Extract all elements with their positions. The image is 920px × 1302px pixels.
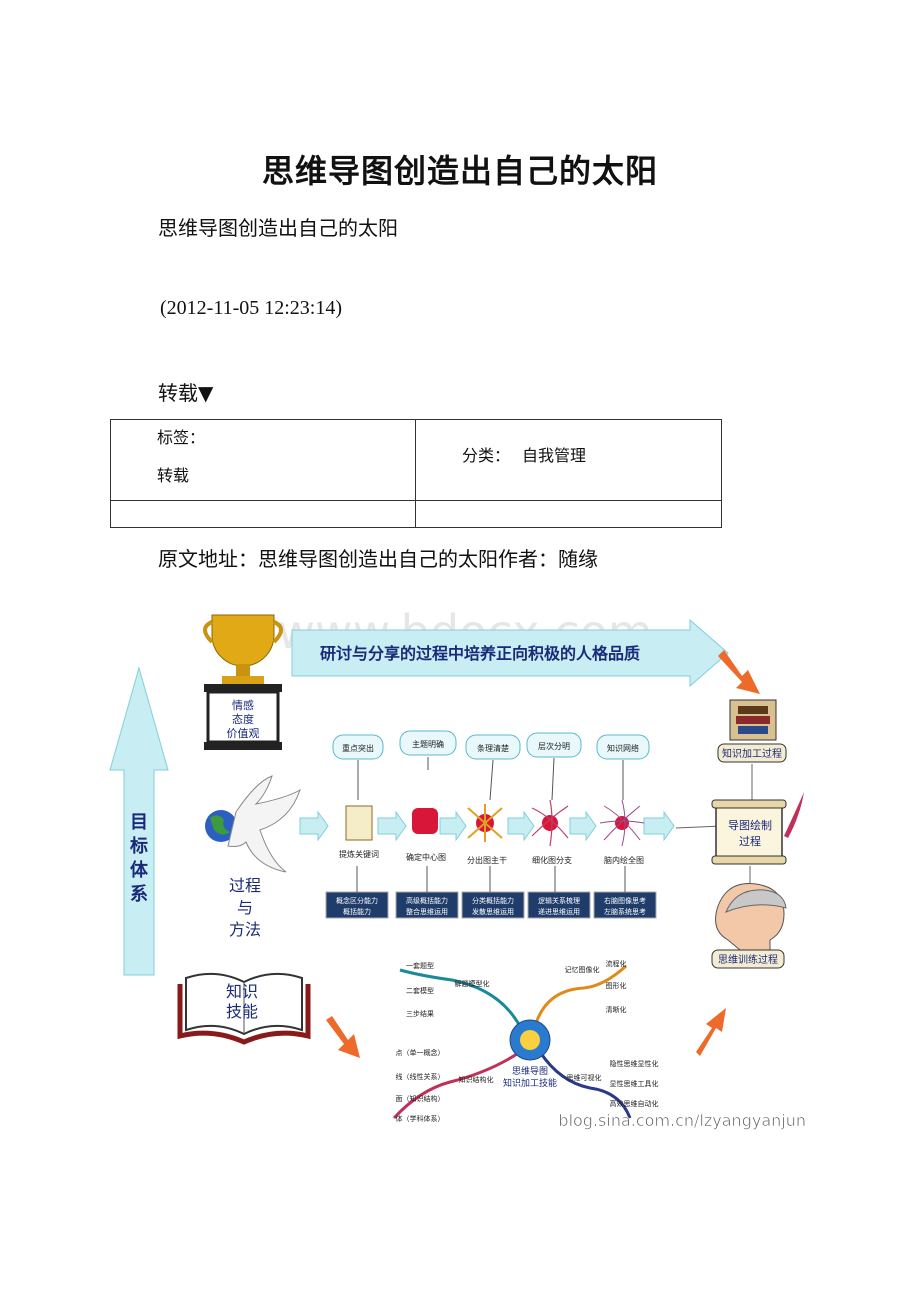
source-line: 原文地址：思维导图创造出自己的太阳作者：随缘 bbox=[158, 547, 598, 571]
left-axis-char-1: 目 bbox=[130, 812, 148, 833]
tags-label: 标签： bbox=[157, 428, 206, 447]
left-axis-char-3: 体 bbox=[130, 859, 149, 881]
method-line-1: 过程 bbox=[229, 876, 261, 895]
mm-lb-item-2: 线（线性关系） bbox=[396, 1072, 445, 1081]
post-date: (2012-11-05 12:23:14) bbox=[160, 297, 343, 319]
mm-rt-item-2: 图形化 bbox=[606, 981, 627, 990]
bubble-2: 主题明确 bbox=[399, 730, 457, 756]
mm-lb-item-1: 点（单一概念） bbox=[396, 1048, 445, 1057]
step-label-4: 细化图分支 bbox=[532, 855, 572, 865]
bubble-1: 重点突出 bbox=[332, 734, 384, 760]
skill-3b: 发散思维运用 bbox=[472, 907, 514, 916]
trophy-line-3: 价值观 bbox=[227, 727, 260, 740]
svg-text:层次分明: 层次分明 bbox=[538, 741, 570, 751]
mm-rb-item-3: 高效思维自动化 bbox=[610, 1099, 659, 1108]
bubble-3: 条理清楚 bbox=[465, 734, 521, 760]
category-label: 分类： bbox=[462, 446, 511, 465]
mm-rb-item-2: 显性思维工具化 bbox=[610, 1079, 659, 1088]
right-top-scroll bbox=[717, 743, 787, 763]
mm-rt-branch: 记忆图像化 bbox=[565, 965, 600, 974]
right-bottom-label: 思维训练过程 bbox=[718, 953, 778, 966]
skill-5b: 左脑系统思考 bbox=[604, 907, 646, 916]
meta-table: 标签： 转载 分类： 自我管理 bbox=[110, 419, 722, 528]
step-label-2: 确定中心图 bbox=[406, 852, 446, 862]
mm-lb-item-3: 面（知识结构） bbox=[396, 1094, 445, 1103]
mm-lt-item-3: 三步结果 bbox=[406, 1009, 434, 1018]
mm-rt-item-3: 清晰化 bbox=[606, 1005, 627, 1014]
mm-lb-branch: 知识结构化 bbox=[459, 1075, 494, 1084]
empty-cell-left bbox=[110, 500, 416, 528]
tags-value[interactable]: 转载 bbox=[157, 466, 190, 485]
mm-lt-item-1: 一套题型 bbox=[406, 961, 434, 970]
svg-text:重点突出: 重点突出 bbox=[342, 743, 374, 753]
knowledge-line-2: 技能 bbox=[226, 1002, 258, 1021]
bubble-connectors bbox=[357, 757, 624, 801]
left-axis-char-4: 系 bbox=[130, 884, 148, 905]
skill-3a: 分类概括能力 bbox=[472, 896, 514, 905]
blog-watermark: blog.sina.com.cn/lzyangyanjun bbox=[558, 1111, 806, 1130]
book-icon bbox=[177, 972, 311, 1045]
svg-text:知识网络: 知识网络 bbox=[607, 743, 639, 753]
category-value[interactable]: 自我管理 bbox=[522, 446, 587, 465]
skill-4b: 递进思维运用 bbox=[538, 907, 580, 916]
brain-head-icon bbox=[715, 882, 787, 951]
trophy-line-2: 态度 bbox=[232, 712, 254, 726]
mind-map-center-line-1: 思维导图 bbox=[512, 1065, 548, 1077]
trophy-line-1: 情感 bbox=[232, 699, 254, 712]
skill-1b: 概括能力 bbox=[343, 907, 371, 916]
empty-cell-right bbox=[415, 500, 722, 528]
category-cell: 分类： 自我管理 bbox=[415, 419, 722, 501]
mm-rb-item-1: 隐性思维显性化 bbox=[610, 1059, 659, 1068]
skill-1a: 概念区分能力 bbox=[336, 896, 378, 905]
bubble-5: 知识网络 bbox=[596, 734, 650, 760]
svg-text:条理清楚: 条理清楚 bbox=[477, 743, 509, 753]
mm-lt-branch: 解题模型化 bbox=[455, 979, 490, 988]
skill-4a: 逻辑关系梳理 bbox=[538, 896, 580, 905]
mm-lb-item-4: 体（学科体系） bbox=[396, 1114, 445, 1123]
books-icon bbox=[729, 699, 777, 741]
mm-rb-branch: 思维可视化 bbox=[567, 1073, 602, 1082]
skill-2b: 整合思维运用 bbox=[406, 907, 448, 916]
mm-rt-item-1: 流程化 bbox=[606, 959, 627, 968]
method-line-3: 方法 bbox=[229, 920, 261, 939]
repost-label[interactable]: 转载▼ bbox=[158, 381, 214, 405]
mm-lt-item-2: 二套模型 bbox=[406, 986, 434, 995]
skill-boxes bbox=[325, 891, 657, 919]
mind-map-center-line-2: 知识加工技能 bbox=[503, 1077, 557, 1089]
right-bottom-scroll bbox=[711, 949, 785, 969]
left-axis-char-2: 标 bbox=[129, 835, 148, 857]
top-banner-text: 研讨与分享的过程中培养正向积极的人格品质 bbox=[320, 644, 640, 663]
step-label-3: 分出图主干 bbox=[467, 855, 507, 865]
orange-arrows bbox=[326, 650, 760, 1058]
subtitle-paragraph: 思维导图创造出自己的太阳 bbox=[158, 216, 398, 240]
globe-dove-icon bbox=[205, 775, 301, 873]
method-line-2: 与 bbox=[237, 898, 253, 917]
step-label-5: 脑内绘全图 bbox=[604, 855, 644, 865]
right-mid-line-1: 导图绘制 bbox=[728, 818, 772, 832]
right-mid-line-2: 过程 bbox=[739, 835, 761, 848]
process-flow-arrows bbox=[299, 810, 675, 842]
step-label-1: 提炼关键词 bbox=[339, 849, 379, 859]
knowledge-line-1: 知识 bbox=[226, 982, 258, 1001]
mind-map-center-core bbox=[520, 1030, 540, 1050]
top-banner-arrow bbox=[291, 618, 729, 688]
flow-to-scroll-line bbox=[675, 825, 723, 829]
mind-map bbox=[392, 964, 632, 1120]
skill-connectors bbox=[356, 866, 626, 892]
trophy-icon bbox=[203, 614, 283, 750]
step-icons bbox=[345, 799, 645, 847]
skill-5a: 右脑图像思考 bbox=[604, 896, 646, 905]
scroll-quill-icon bbox=[711, 792, 804, 865]
document-title: 思维导图创造出自己的太阳 bbox=[261, 152, 658, 190]
skill-2a: 高级概括能力 bbox=[406, 896, 448, 905]
right-top-label: 知识加工过程 bbox=[722, 747, 782, 760]
bubble-4: 层次分明 bbox=[526, 732, 582, 758]
svg-text:主题明确: 主题明确 bbox=[412, 739, 444, 749]
left-axis-arrow bbox=[109, 666, 169, 976]
